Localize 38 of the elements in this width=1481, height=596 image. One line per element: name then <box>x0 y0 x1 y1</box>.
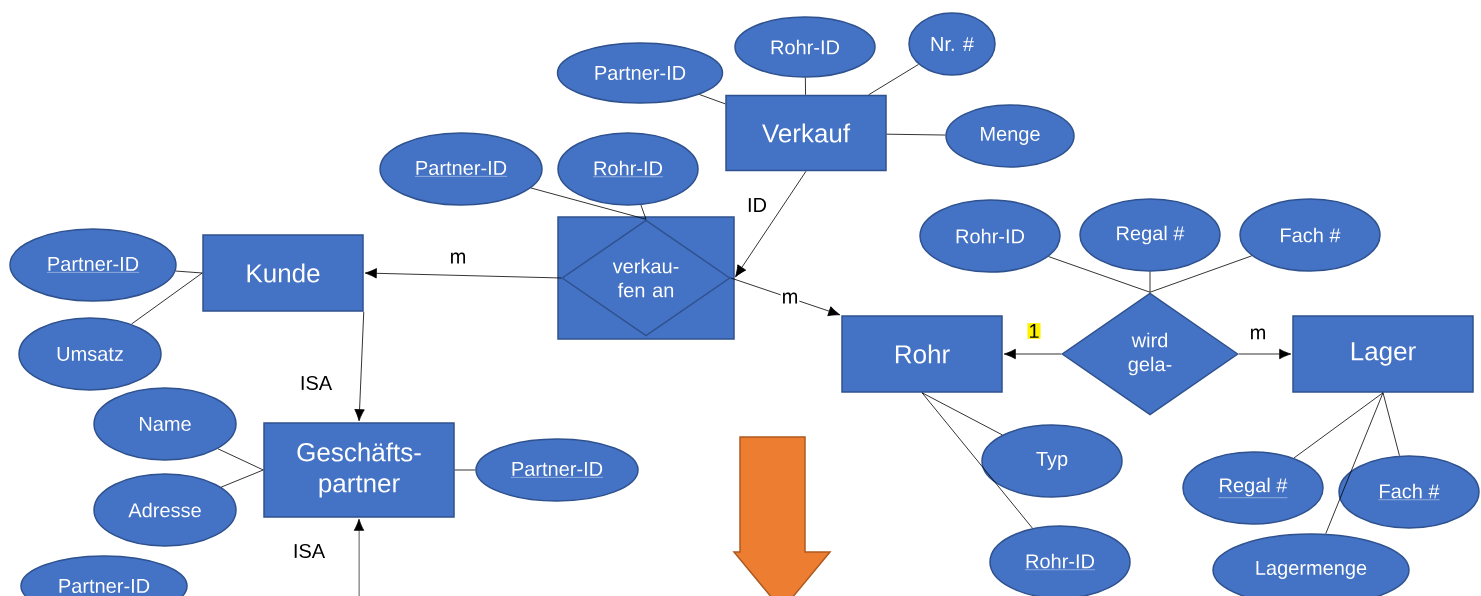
edge-label: 1 <box>1027 323 1041 339</box>
connector-line <box>1149 255 1253 293</box>
arrow <box>353 518 365 596</box>
connector-line <box>530 187 647 220</box>
connector-line <box>1048 256 1151 293</box>
arrow <box>1238 348 1292 360</box>
arrow <box>1003 348 1062 360</box>
connector-line <box>804 77 806 96</box>
connector-line <box>1293 392 1384 459</box>
connector-line <box>921 392 1033 529</box>
connector-line <box>175 270 203 274</box>
arrow <box>735 170 807 278</box>
arrow <box>364 268 562 279</box>
connector-line <box>220 469 264 488</box>
connector-line <box>217 448 264 471</box>
connector-line <box>131 272 203 325</box>
edge-label: m <box>1248 327 1268 341</box>
connector-line <box>1382 392 1400 456</box>
entity-box: Geschäfts- partner <box>263 422 455 518</box>
edge-label: m <box>780 291 800 305</box>
arrow <box>354 311 365 422</box>
edge-label: m <box>448 251 468 265</box>
connector-line <box>454 469 476 471</box>
connector-line <box>640 204 647 220</box>
entity-box: Lager <box>1292 315 1474 393</box>
entity-box: Rohr <box>841 315 1003 393</box>
connector-line <box>886 133 946 136</box>
connector-line <box>699 94 726 105</box>
edge-label: ISA <box>291 542 327 560</box>
entity-box: Kunde <box>202 234 364 312</box>
connector-line <box>921 392 1003 436</box>
arrow <box>730 277 841 317</box>
edge-label: ISA <box>298 374 334 392</box>
connector-line <box>1325 392 1384 535</box>
connector-line <box>1149 271 1151 293</box>
edge-label: ID <box>746 197 768 213</box>
entity-box: Verkauf <box>725 94 887 172</box>
connector-line <box>868 64 919 96</box>
